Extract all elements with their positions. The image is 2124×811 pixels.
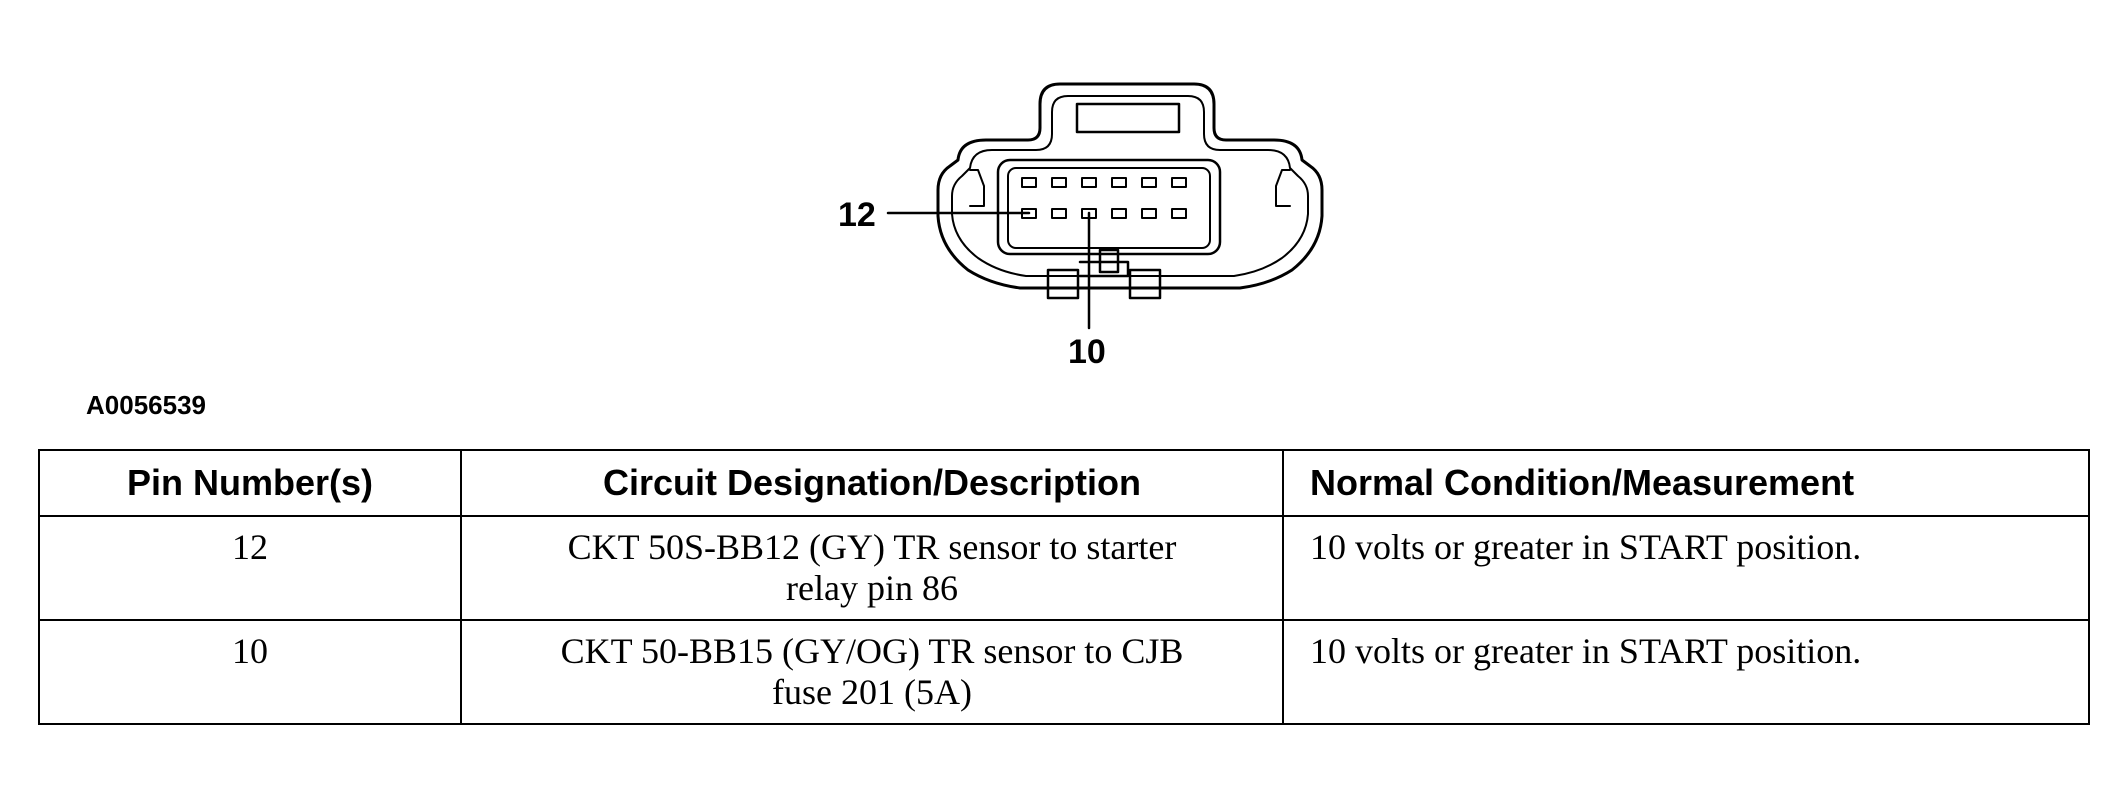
circuit-description-cell: CKT 50-BB15 (GY/OG) TR sensor to CJB fus… — [460, 619, 1284, 725]
right-side-tab — [1275, 169, 1291, 207]
header-pin-numbers: Pin Number(s) — [38, 449, 462, 517]
connector-drawing — [886, 82, 1324, 330]
connector-bottom-lugs — [1046, 248, 1162, 300]
callout-pin-10: 10 — [1068, 333, 1106, 371]
pin-cavity-frame-inner — [1007, 167, 1211, 249]
callout-pin-12: 12 — [838, 196, 876, 234]
description-line: relay pin 86 — [786, 568, 958, 608]
description-line: CKT 50-BB15 (GY/OG) TR sensor to CJB — [560, 631, 1184, 671]
connector-outer-shell — [936, 82, 1324, 290]
table-row: 12 CKT 50S-BB12 (GY) TR sensor to starte… — [38, 515, 2090, 621]
pin-row-top — [1021, 177, 1187, 188]
measurement-cell: 10 volts or greater in START position. — [1282, 619, 2090, 725]
pin-measurement-table: Pin Number(s) Circuit Designation/Descri… — [38, 449, 2090, 725]
connector-latch — [1075, 102, 1181, 134]
pin-number-cell: 10 — [38, 619, 462, 725]
header-circuit-description: Circuit Designation/Description — [460, 449, 1284, 517]
connector-diagram: 12 10 — [0, 0, 2124, 380]
measurement-cell: 10 volts or greater in START position. — [1282, 515, 2090, 621]
connector-inner-shell — [951, 95, 1309, 277]
circuit-description-cell: CKT 50S-BB12 (GY) TR sensor to starter r… — [460, 515, 1284, 621]
header-normal-condition: Normal Condition/Measurement — [1282, 449, 2090, 517]
description-line: fuse 201 (5A) — [772, 672, 972, 712]
figure-id: A0056539 — [86, 390, 206, 420]
pin-row-bottom — [1021, 208, 1187, 219]
pin-number-cell: 12 — [38, 515, 462, 621]
table-row: 10 CKT 50-BB15 (GY/OG) TR sensor to CJB … — [38, 619, 2090, 725]
table-header-row: Pin Number(s) Circuit Designation/Descri… — [38, 449, 2090, 517]
left-side-tab — [969, 169, 985, 207]
description-line: CKT 50S-BB12 (GY) TR sensor to starter — [567, 527, 1177, 567]
pin-cavity-frame — [996, 158, 1222, 256]
